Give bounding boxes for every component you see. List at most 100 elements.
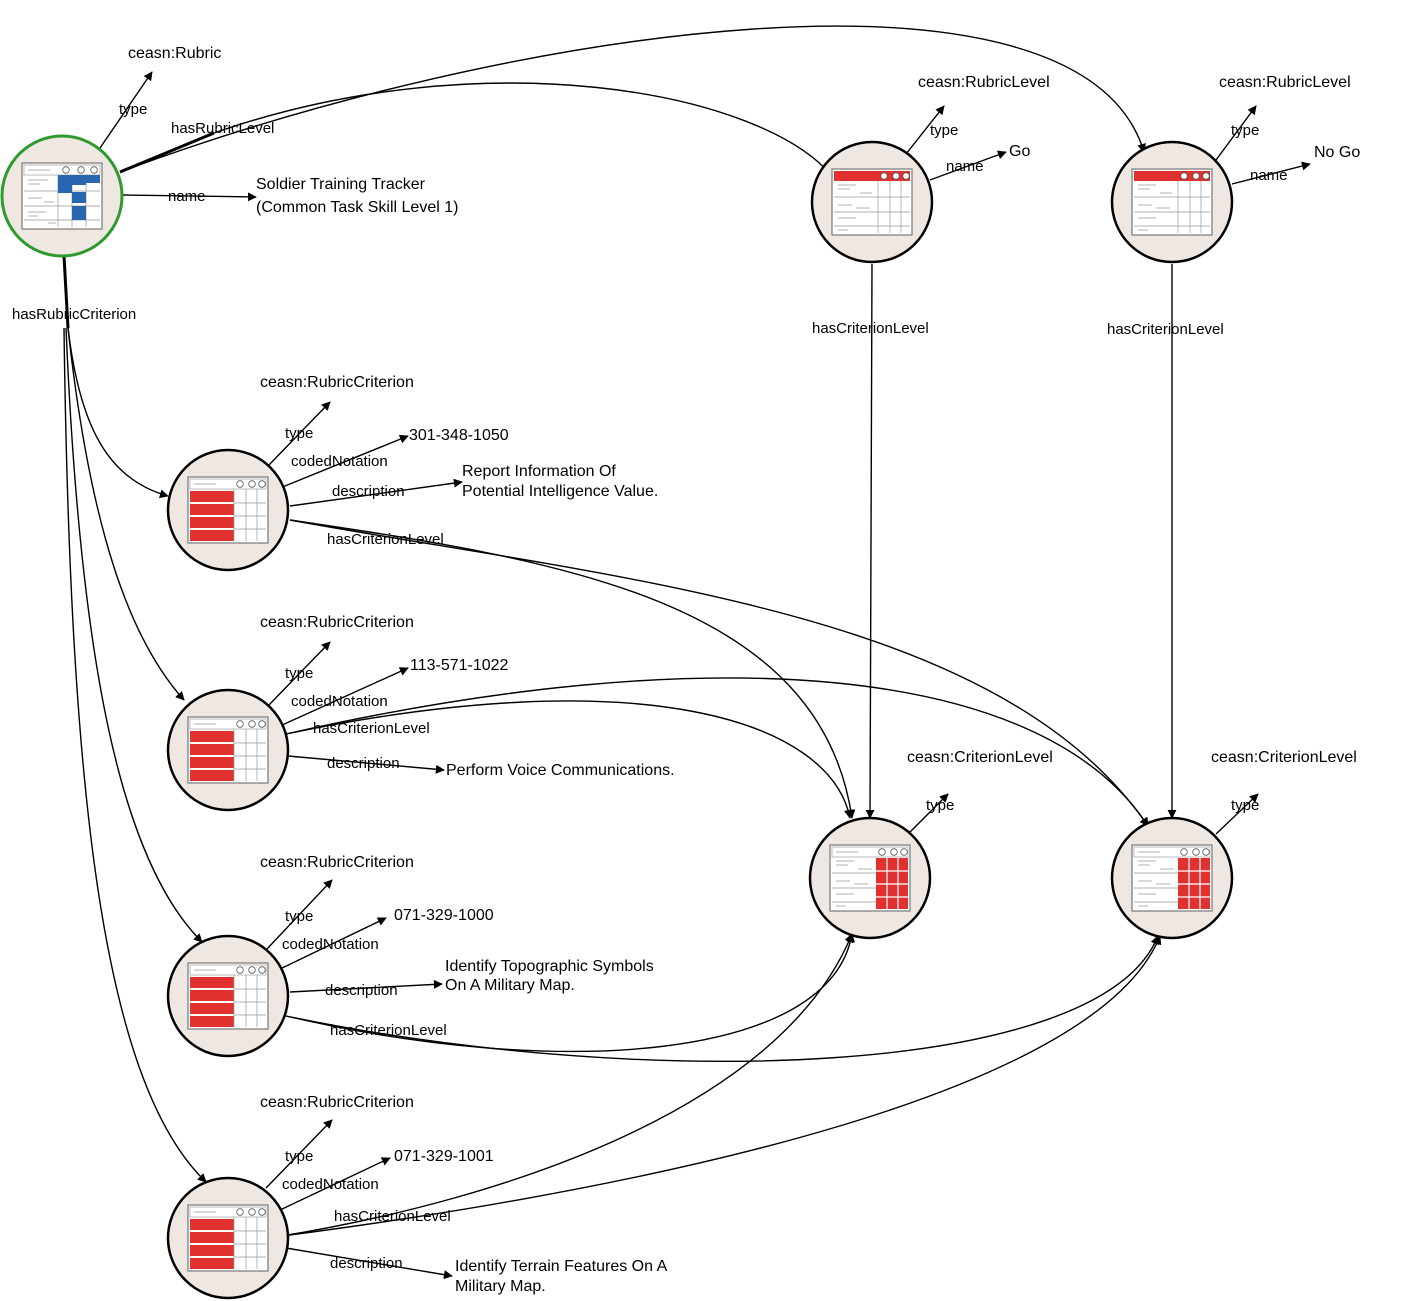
edge-criterion-2: [67, 327, 185, 701]
c3-level-label: hasCriterionLevel: [330, 1022, 447, 1039]
level-go-type-value: ceasn:RubricLevel: [918, 74, 1050, 91]
edge-c3-type: [265, 879, 333, 951]
c3-notation-value: 071-329-1000: [394, 907, 494, 924]
edges: [62, 25, 1311, 1280]
criterion-node-2[interactable]: [166, 688, 290, 812]
edge-criterion-1: [67, 327, 169, 499]
criterion-node-3[interactable]: [166, 934, 290, 1058]
edge-c2-level-go: [285, 700, 853, 819]
rubric-level-icon: [1131, 168, 1213, 236]
edge-c2-type: [265, 641, 331, 709]
edge-c4-level-go: [281, 933, 854, 1237]
critlevel2-type-label: type: [1231, 797, 1259, 814]
edge-c3-notation: [277, 917, 387, 971]
c1-type-label: type: [285, 425, 313, 442]
c2-type-label: type: [285, 665, 313, 682]
edge-rubric-type: [99, 71, 153, 149]
edge-rubric-level-nogo: [119, 25, 1146, 173]
c4-description-line2: Military Map.: [455, 1278, 546, 1295]
edge-c2-level-nogo: [285, 677, 1149, 827]
critlevel1-type-label: type: [926, 797, 954, 814]
criterion-node-1[interactable]: [166, 448, 290, 572]
edge-c1-notation: [279, 434, 409, 489]
c3-type-label: type: [285, 908, 313, 925]
edge-criterion-4: [63, 327, 207, 1183]
rubric-criterion-icon: [187, 476, 269, 544]
edge-c2-notation: [279, 667, 409, 727]
rubric-has-level-label: hasRubricLevel: [171, 120, 274, 137]
level-nogo-name-value: No Go: [1314, 144, 1360, 161]
c2-description-line1: Perform Voice Communications.: [446, 762, 675, 779]
c4-notation-label: codedNotation: [282, 1176, 379, 1193]
rubric-node[interactable]: [0, 134, 124, 258]
criterion-node-4[interactable]: [166, 1176, 290, 1300]
c3-description-line2: On A Military Map.: [445, 977, 575, 994]
c1-description-label: description: [332, 483, 405, 500]
edge-criterion-3: [65, 327, 203, 943]
rubric-type-value: ceasn:Rubric: [128, 45, 221, 62]
edge-go-type: [905, 105, 945, 155]
edge-critlevel2-type: [1215, 793, 1259, 835]
level-go-type-label: type: [930, 122, 958, 139]
c3-description-line1: Identify Topographic Symbols: [445, 958, 654, 975]
rubric-name-line1: Soldier Training Tracker: [256, 176, 426, 193]
edge-nogo-type: [1215, 105, 1257, 161]
c2-level-label: hasCriterionLevel: [313, 720, 430, 737]
edge-c4-notation: [279, 1157, 391, 1211]
level-go-name-label: name: [946, 158, 984, 175]
edge-c1-level-nogo: [289, 519, 1149, 827]
c4-type-value: ceasn:RubricCriterion: [260, 1094, 414, 1111]
c1-notation-value: 301-348-1050: [409, 427, 509, 444]
edge-nogo-name: [1231, 161, 1311, 185]
rubric-table-icon: [21, 162, 103, 230]
criterion-level-nogo-node[interactable]: [1110, 816, 1234, 940]
edge-c2-description: [287, 755, 445, 774]
edge-c4-type: [265, 1119, 333, 1189]
rubric-has-criterion-label: hasRubricCriterion: [12, 306, 136, 323]
edge-c1-level-go: [289, 519, 856, 819]
edge-go-criterion-level: [865, 263, 875, 819]
edge-critlevel1-type: [907, 793, 949, 835]
edge-c1-type: [265, 401, 331, 469]
rubric-criterion-icon: [187, 1204, 269, 1272]
level-nogo-type-label: type: [1231, 122, 1259, 139]
edge-rubric-name: [121, 192, 257, 202]
rubric-type-label: type: [119, 101, 147, 118]
c4-level-label: hasCriterionLevel: [334, 1208, 451, 1225]
criterion-level-icon: [1131, 844, 1213, 912]
c1-description-line2: Potential Intelligence Value.: [462, 483, 658, 500]
edge-rubric-level-go: [213, 82, 833, 177]
level-go-name-value: Go: [1009, 143, 1030, 160]
rubric-name-line2: (Common Task Skill Level 1): [256, 199, 458, 216]
c2-description-label: description: [327, 755, 400, 772]
c1-type-value: ceasn:RubricCriterion: [260, 374, 414, 391]
rubric-name-label: name: [168, 188, 206, 205]
labels: ceasn:Rubric type hasRubricLevel name So…: [12, 45, 1360, 1295]
c4-type-label: type: [285, 1148, 313, 1165]
c4-description-line1: Identify Terrain Features On A: [455, 1258, 668, 1275]
criterion-level-go-node[interactable]: [808, 816, 932, 940]
level-nogo-type-value: ceasn:RubricLevel: [1219, 74, 1351, 91]
c2-notation-label: codedNotation: [291, 693, 388, 710]
critlevel1-type-value: ceasn:CriterionLevel: [907, 749, 1053, 766]
c2-notation-value: 113-571-1022: [410, 657, 509, 674]
level-nogo-link-label: hasCriterionLevel: [1107, 321, 1224, 338]
rubric-level-nogo-node[interactable]: [1110, 140, 1234, 264]
level-go-link-label: hasCriterionLevel: [812, 320, 929, 337]
c4-notation-value: 071-329-1001: [394, 1148, 494, 1165]
rubric-criterion-icon: [187, 716, 269, 784]
level-nogo-name-label: name: [1250, 167, 1288, 184]
c3-description-label: description: [325, 982, 398, 999]
edge-c4-description: [285, 1247, 453, 1280]
rubric-level-icon: [831, 168, 913, 236]
rubric-level-go-node[interactable]: [810, 140, 934, 264]
edge-c3-level-nogo: [285, 935, 1160, 1062]
edge-c1-description: [289, 478, 463, 507]
criterion-level-icon: [829, 844, 911, 912]
c3-notation-label: codedNotation: [282, 936, 379, 953]
rubric-criterion-icon: [187, 962, 269, 1030]
c1-notation-label: codedNotation: [291, 453, 388, 470]
c1-description-line1: Report Information Of: [462, 463, 616, 480]
c2-type-value: ceasn:RubricCriterion: [260, 614, 414, 631]
